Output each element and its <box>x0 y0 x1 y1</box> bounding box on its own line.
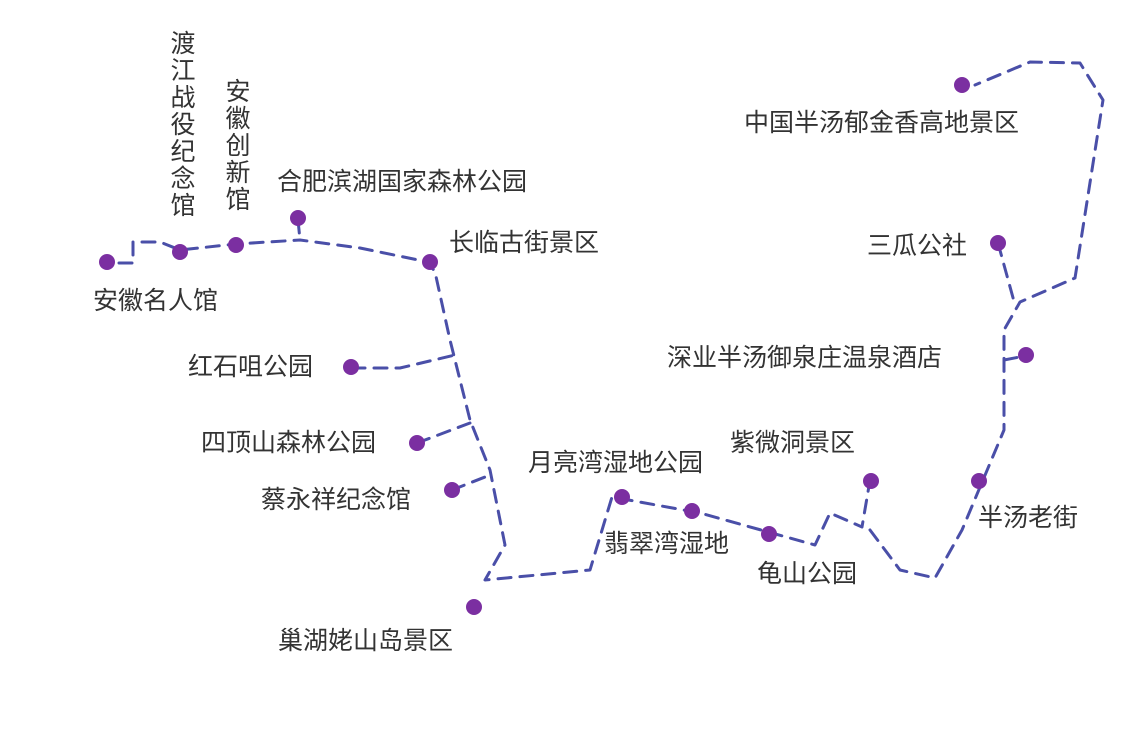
marker-changlin-old-street-icon[interactable] <box>422 254 438 270</box>
marker-anhui-innovation-hall-icon[interactable] <box>228 237 244 253</box>
marker-river-crossing-memorial-icon[interactable] <box>172 244 188 260</box>
poi-label-siding-mountain-park: 四顶山森林公园 <box>201 428 377 457</box>
poi-label-changlin-old-street: 长临古街景区 <box>449 228 600 257</box>
marker-cai-yongxiang-memorial-icon[interactable] <box>444 482 460 498</box>
poi-label-anhui-celebrity-hall: 安徽名人馆 <box>93 286 219 315</box>
poi-label-guishan-park: 龟山公园 <box>757 559 858 588</box>
poi-label-hot-spring-hotel: 深业半汤御泉庄温泉酒店 <box>667 343 943 372</box>
marker-binhu-forest-park-icon[interactable] <box>290 210 306 226</box>
poi-label-sangua-commune: 三瓜公社 <box>867 231 968 260</box>
route-east <box>868 60 1105 580</box>
spur-sangua <box>996 241 1017 307</box>
marker-tulip-highland-icon[interactable] <box>954 77 970 93</box>
poi-label-hongshiju-park: 红石咀公园 <box>188 352 314 381</box>
marker-siding-mountain-park-icon[interactable] <box>409 435 425 451</box>
poi-label-anhui-innovation-hall: 安徽创新馆 <box>222 78 251 213</box>
marker-bantang-old-street-icon[interactable] <box>971 473 987 489</box>
marker-moon-bay-wetland-icon[interactable] <box>614 489 630 505</box>
marker-emerald-bay-wetland-icon[interactable] <box>684 503 700 519</box>
route-main <box>117 238 872 582</box>
marker-hot-spring-hotel-icon[interactable] <box>1018 347 1034 363</box>
marker-anhui-celebrity-hall-icon[interactable] <box>99 254 115 270</box>
marker-guishan-park-icon[interactable] <box>761 526 777 542</box>
marker-ziwei-cave-icon[interactable] <box>863 473 879 489</box>
poi-label-cai-yongxiang-memorial: 蔡永祥纪念馆 <box>261 485 412 514</box>
spur-hongshiju <box>350 353 457 370</box>
poi-label-river-crossing-memorial: 渡江战役纪念馆 <box>167 30 196 219</box>
marker-sangua-commune-icon[interactable] <box>990 235 1006 251</box>
poi-label-tulip-highland: 中国半汤郁金香高地景区 <box>744 108 1020 137</box>
poi-label-moon-bay-wetland: 月亮湾湿地公园 <box>528 448 704 477</box>
poi-label-bantang-old-street: 半汤老街 <box>978 503 1079 532</box>
poi-label-emerald-bay-wetland: 翡翠湾湿地 <box>604 529 730 558</box>
poi-label-ziwei-cave: 紫微洞景区 <box>730 428 856 457</box>
marker-hongshiju-park-icon[interactable] <box>343 359 359 375</box>
marker-laoshan-island-icon[interactable] <box>466 599 482 615</box>
poi-label-binhu-forest-park: 合肥滨湖国家森林公园 <box>277 167 528 196</box>
spur-hotel <box>1002 354 1027 362</box>
poi-label-laoshan-island: 巢湖姥山岛景区 <box>278 626 454 655</box>
spur-siding <box>415 421 472 445</box>
